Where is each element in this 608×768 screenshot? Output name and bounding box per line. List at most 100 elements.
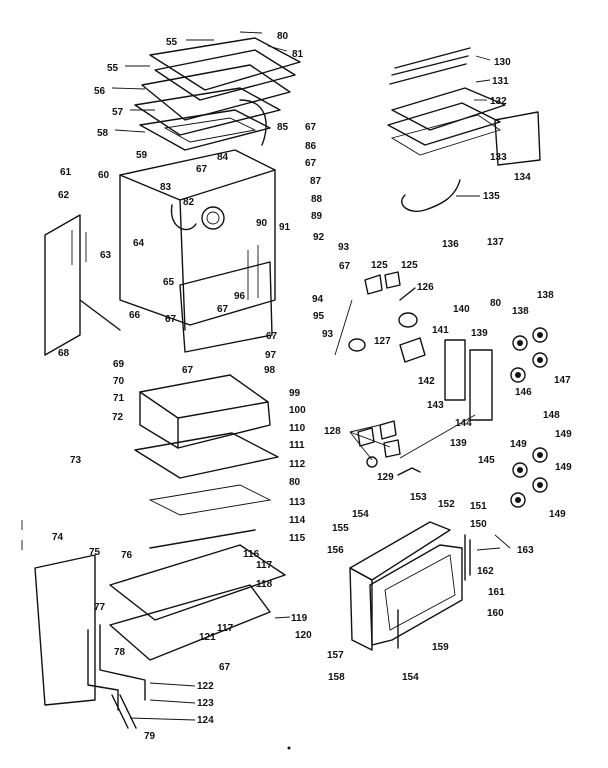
callout-116: 116 (243, 549, 260, 560)
oven-door-panels (134, 374, 279, 516)
outer-door-assembly (349, 521, 471, 651)
callout-78: 78 (114, 647, 126, 658)
callout-129: 129 (377, 472, 394, 483)
callout-77: 77 (94, 602, 106, 613)
control-knobs (510, 327, 548, 508)
callout-98: 98 (264, 365, 276, 376)
callout-79: 79 (144, 731, 156, 742)
callout-110: 110 (289, 423, 306, 434)
callout-148: 148 (543, 410, 560, 421)
callout-91: 91 (279, 222, 291, 233)
callout-135: 135 (483, 191, 500, 202)
callout-150: 150 (470, 519, 487, 530)
callout-147: 147 (554, 375, 571, 386)
callout-160: 160 (487, 608, 504, 619)
callout-137: 137 (487, 237, 504, 248)
callout-60: 60 (98, 170, 110, 181)
callout-124: 124 (197, 715, 214, 726)
callout-71: 71 (113, 393, 125, 404)
callout-69: 69 (113, 359, 125, 370)
callout-93b: 93 (322, 329, 334, 340)
callout-141: 141 (432, 325, 449, 336)
callout-139a: 139 (471, 328, 488, 339)
callout-96: 96 (234, 291, 246, 302)
callout-149c: 149 (555, 462, 572, 473)
callout-117b: 117 (217, 623, 234, 634)
callout-81: 81 (292, 49, 304, 60)
callout-127: 127 (374, 336, 391, 347)
callout-67a: 67 (305, 122, 317, 133)
callout-142: 142 (418, 376, 435, 387)
callout-90: 90 (256, 218, 268, 229)
callout-159: 159 (432, 642, 449, 653)
callout-163: 163 (517, 545, 534, 556)
callout-67e: 67 (217, 304, 229, 315)
callout-70: 70 (113, 376, 125, 387)
callout-144: 144 (455, 418, 472, 429)
callout-57: 57 (112, 107, 124, 118)
callout-97: 97 (265, 350, 277, 361)
callout-155: 155 (332, 523, 349, 534)
callout-149b: 149 (555, 429, 572, 440)
callout-85: 85 (277, 122, 289, 133)
callout-152: 152 (438, 499, 455, 510)
part-number-callouts: 55 80 81 55 56 57 58 59 85 67 86 67 84 6… (52, 31, 572, 742)
callout-68: 68 (58, 348, 70, 359)
callout-94: 94 (312, 294, 324, 305)
callout-65: 65 (163, 277, 175, 288)
callout-117a: 117 (256, 560, 273, 571)
callout-67g: 67 (266, 331, 278, 342)
control-panel-parts (348, 271, 493, 421)
leader-lines (111, 31, 511, 721)
side-panel (44, 214, 121, 356)
callout-149d: 149 (549, 509, 566, 520)
callout-74: 74 (52, 532, 64, 543)
callout-73: 73 (70, 455, 82, 466)
callout-157: 157 (327, 650, 344, 661)
callout-93a: 93 (338, 242, 350, 253)
callout-156: 156 (327, 545, 344, 556)
callout-64: 64 (133, 238, 145, 249)
callout-125a: 125 (371, 260, 388, 271)
callout-56: 56 (94, 86, 106, 97)
callout-143: 143 (427, 400, 444, 411)
callout-75: 75 (89, 547, 101, 558)
callout-67h: 67 (182, 365, 194, 376)
callout-125b: 125 (401, 260, 418, 271)
dash-marks (21, 520, 291, 750)
callout-149a: 149 (510, 439, 527, 450)
callout-158: 158 (328, 672, 345, 683)
callout-87: 87 (310, 176, 322, 187)
callout-119: 119 (291, 613, 308, 624)
callout-134: 134 (514, 172, 531, 183)
callout-63: 63 (100, 250, 112, 261)
callout-161: 161 (488, 587, 505, 598)
callout-67d: 67 (339, 261, 351, 272)
callout-111: 111 (289, 440, 305, 451)
callout-67i: 67 (219, 662, 231, 673)
callout-84: 84 (217, 152, 229, 163)
callout-82: 82 (183, 197, 195, 208)
callout-95: 95 (313, 311, 325, 322)
callout-138b: 138 (537, 290, 554, 301)
callout-131: 131 (492, 76, 509, 87)
callout-114: 114 (289, 515, 306, 526)
callout-154b: 154 (402, 672, 419, 683)
callout-138a: 138 (512, 306, 529, 317)
callout-55a: 55 (166, 37, 178, 48)
callout-146: 146 (515, 387, 532, 398)
callout-113: 113 (289, 497, 306, 508)
callout-145: 145 (478, 455, 495, 466)
callout-162: 162 (477, 566, 494, 577)
callout-89: 89 (311, 211, 323, 222)
callout-76: 76 (121, 550, 133, 561)
top-cover-assembly (134, 37, 301, 151)
burner-heating-elements (387, 47, 541, 212)
callout-140: 140 (453, 304, 470, 315)
callout-92: 92 (313, 232, 325, 243)
callout-118: 118 (256, 579, 273, 590)
callout-112: 112 (289, 459, 306, 470)
callout-123: 123 (197, 698, 214, 709)
